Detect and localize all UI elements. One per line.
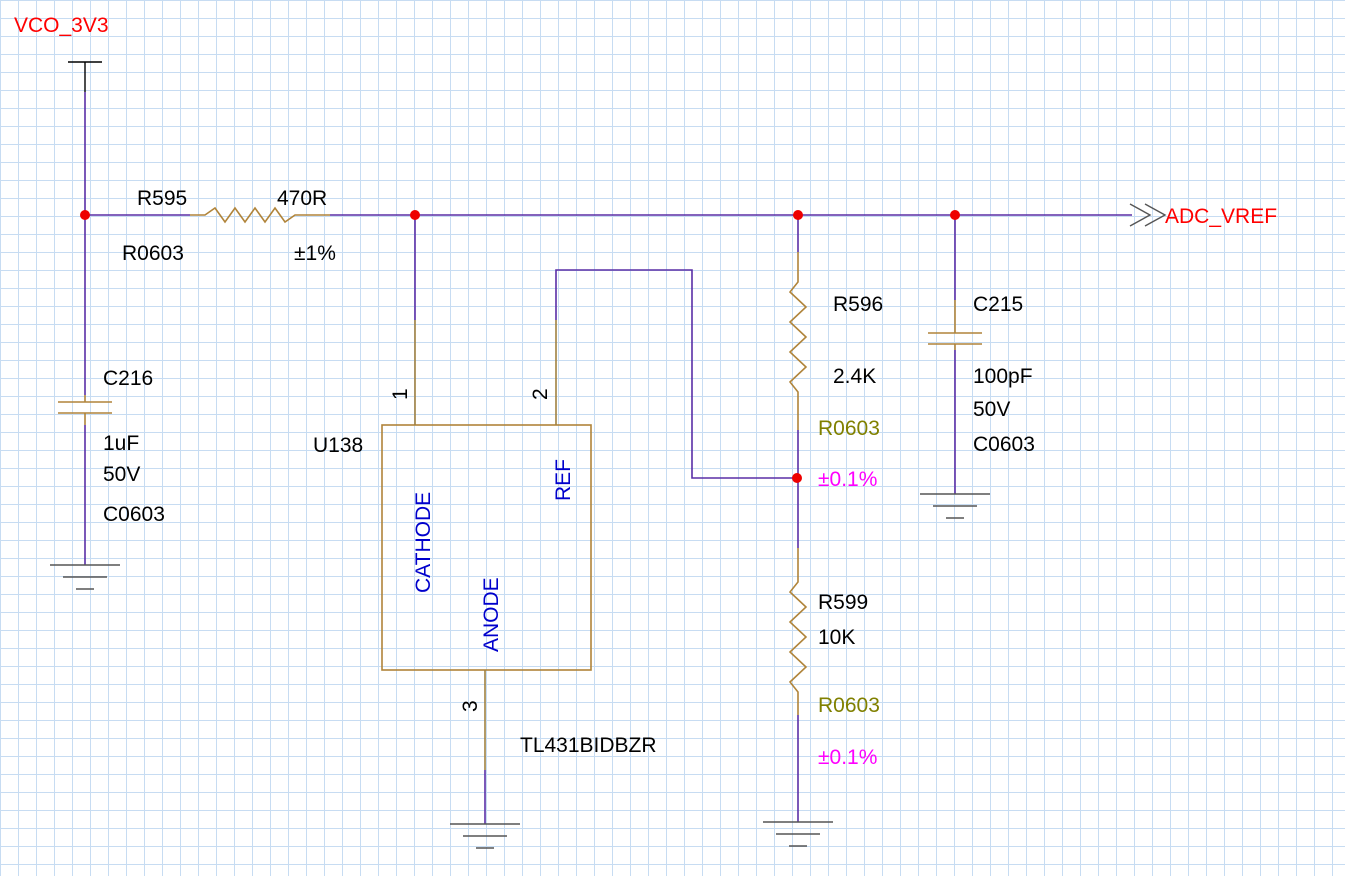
wires <box>84 92 1132 824</box>
resistor-r599[interactable]: R599 10K R0603 ±0.1% <box>788 548 880 769</box>
ground-u138 <box>450 823 520 849</box>
junction-dot-icon <box>792 473 802 483</box>
resistor-icon <box>190 206 330 224</box>
r596-tolerance: ±0.1% <box>818 468 877 491</box>
r595-tolerance: ±1% <box>294 242 336 265</box>
resistor-icon <box>788 548 808 715</box>
r595-value: 470R <box>277 187 327 210</box>
pin-3-number: 3 <box>459 700 482 712</box>
resistor-r596[interactable]: R596 2.4K R0603 ±0.1% <box>788 252 883 491</box>
ground-c216 <box>50 564 120 590</box>
c215-voltage: 50V <box>973 398 1010 421</box>
r599-footprint: R0603 <box>818 694 880 717</box>
c216-voltage: 50V <box>103 463 140 486</box>
offpage-connector-icon <box>1129 203 1152 227</box>
ic-u138[interactable]: U138 TL431BIDBZR 1 2 3 CATHODE REF ANODE <box>313 320 657 770</box>
junctions <box>80 210 960 483</box>
pin-1-number: 1 <box>389 388 412 400</box>
r596-ref: R596 <box>833 293 883 316</box>
r599-value: 10K <box>818 626 855 649</box>
pin-1-name: CATHODE <box>412 492 435 593</box>
r599-tolerance: ±0.1% <box>818 746 877 769</box>
junction-dot-icon <box>80 210 90 220</box>
pin-3-name: ANODE <box>480 577 503 652</box>
c215-footprint: C0603 <box>973 433 1035 456</box>
resistor-icon <box>788 252 808 430</box>
junction-dot-icon <box>410 210 420 220</box>
c216-footprint: C0603 <box>103 503 165 526</box>
ground-r599 <box>763 821 833 847</box>
c215-value: 100pF <box>973 365 1033 388</box>
wire-ref-feedback[interactable] <box>555 269 798 479</box>
r595-ref: R595 <box>137 187 187 210</box>
c216-ref: C216 <box>103 367 153 390</box>
u138-ref: U138 <box>313 434 363 457</box>
r596-value: 2.4K <box>833 365 876 388</box>
u138-part: TL431BIDBZR <box>520 734 657 757</box>
capacitor-c215[interactable]: C215 100pF 50V C0603 <box>928 293 1035 456</box>
capacitor-c216[interactable]: C216 1uF 50V C0603 <box>58 367 165 526</box>
ic-body <box>381 424 592 671</box>
r595-footprint: R0603 <box>122 242 184 265</box>
c215-ref: C215 <box>973 293 1023 316</box>
pin-2-name: REF <box>552 459 575 501</box>
junction-dot-icon <box>793 210 803 220</box>
junction-dot-icon <box>950 210 960 220</box>
c216-value: 1uF <box>103 432 139 455</box>
r599-ref: R599 <box>818 591 868 614</box>
resistor-r595[interactable]: R595 470R R0603 ±1% <box>122 187 336 265</box>
net-label-adc-vref: ADC_VREF <box>1165 205 1277 228</box>
ground-c215 <box>920 493 990 519</box>
net-label-vco-3v3: VCO_3V3 <box>14 14 109 37</box>
offpage-connector-adc-vref[interactable]: ADC_VREF <box>1129 203 1277 228</box>
r596-footprint: R0603 <box>818 417 880 440</box>
power-port-vco-3v3[interactable]: VCO_3V3 <box>14 14 109 92</box>
pin-2-number: 2 <box>529 388 552 400</box>
